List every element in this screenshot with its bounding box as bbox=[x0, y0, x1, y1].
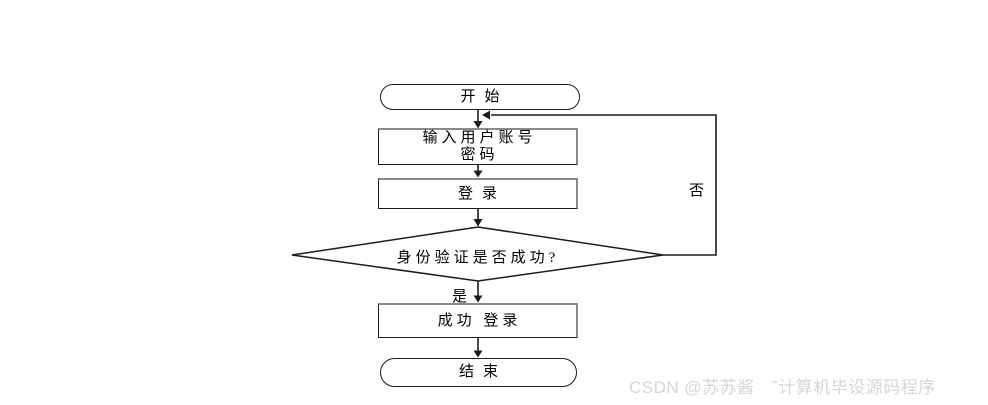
flow-node-login-success: 成功 登录 bbox=[378, 303, 578, 338]
end-label: 结束 bbox=[458, 364, 507, 380]
flow-node-login: 登录 bbox=[378, 178, 578, 209]
arrowhead-start-input bbox=[473, 121, 483, 129]
arrowhead-success-end bbox=[473, 350, 483, 358]
flow-node-start: 开始 bbox=[380, 84, 580, 110]
decision-label: 身份验证是否成功? bbox=[396, 250, 560, 266]
arrowhead-decision-success bbox=[473, 295, 483, 303]
edge-decision-loop bbox=[491, 114, 717, 256]
branch-label-yes: 是 bbox=[452, 285, 468, 306]
input-label-line1: 输入用户账号 bbox=[422, 130, 537, 146]
start-label: 开始 bbox=[460, 88, 509, 105]
flow-node-end: 结束 bbox=[380, 358, 577, 387]
arrowhead-decision-loop bbox=[482, 110, 490, 120]
arrowhead-input-login bbox=[473, 170, 483, 178]
csdn-watermark: CSDN @苏苏酱 ˇ计算机毕设源码程序 bbox=[629, 378, 936, 397]
arrowhead-login-decision bbox=[473, 219, 483, 227]
login-label: 登录 bbox=[457, 185, 506, 202]
success-label: 成功 登录 bbox=[437, 312, 522, 329]
flow-node-input-credentials: 输入用户账号 密码 bbox=[378, 128, 578, 165]
input-label-line2: 密码 bbox=[460, 147, 499, 163]
branch-label-no: 否 bbox=[689, 179, 705, 200]
